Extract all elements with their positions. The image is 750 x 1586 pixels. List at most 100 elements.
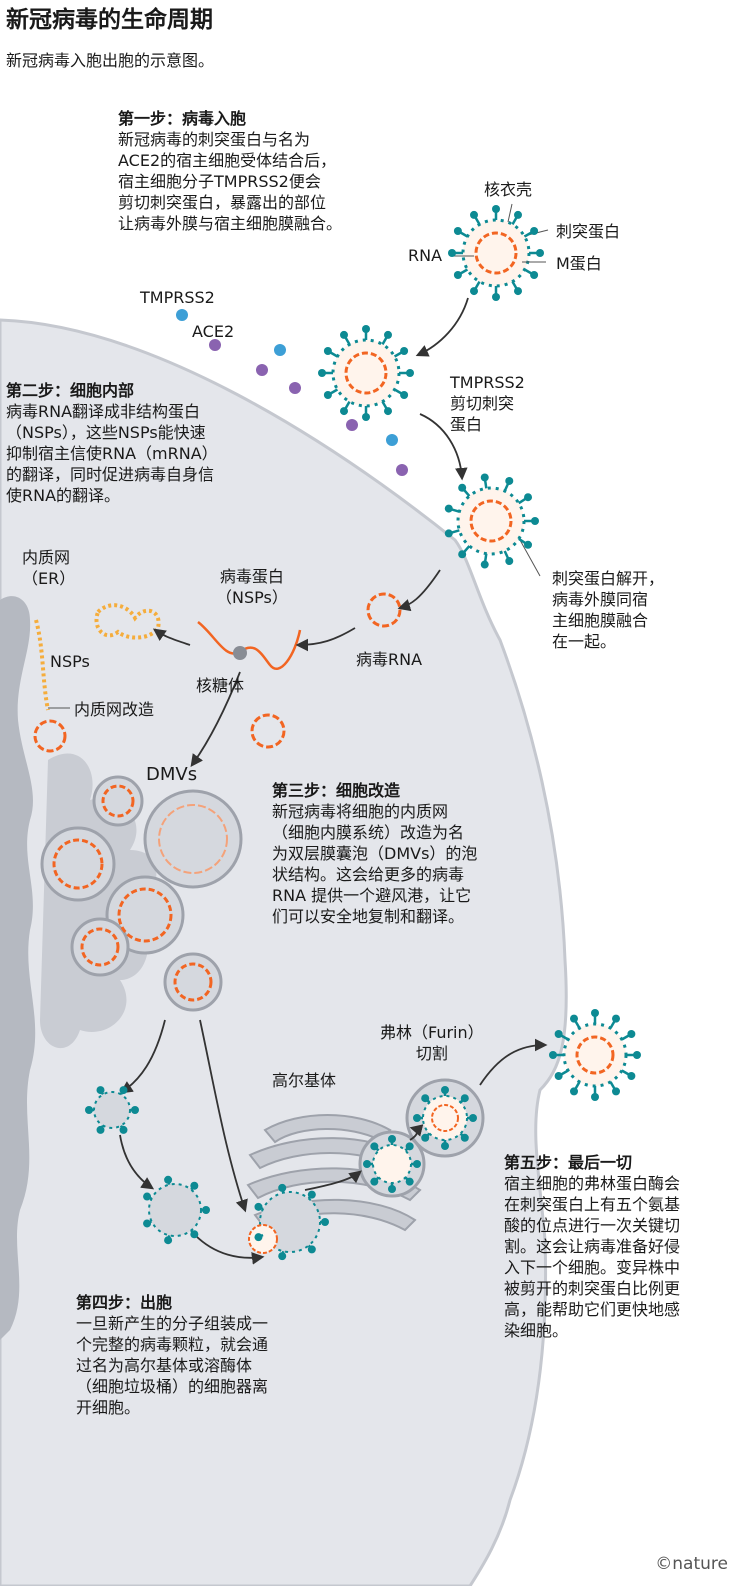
virion-free-spike-head <box>470 287 478 296</box>
golgi-virion-spike-head <box>405 1177 414 1186</box>
furin-virion-spike-head <box>421 1094 430 1103</box>
furin-virion-spike-head <box>421 1133 430 1142</box>
viral-protein-line: （NSPs） <box>216 588 288 607</box>
virion-free-spike-head <box>536 249 544 257</box>
fusion-line: 刺突蛋白解开， <box>552 569 665 588</box>
virion-binding-spike-head <box>384 330 392 339</box>
arrow-release-rna <box>397 569 441 612</box>
virion-fusing-spike-head <box>505 476 514 485</box>
exit-vesicle-1 <box>93 1091 131 1129</box>
step3-line: RNA 提供一个避风港，让它 <box>272 886 472 905</box>
exit-vesicle-1-spike-head <box>119 1125 128 1134</box>
exit-vesicle-1-spike-head <box>131 1106 139 1114</box>
virion-fusing-spike-head <box>524 493 533 502</box>
step1-line: 剪切刺突蛋白，暴露出的部位 <box>118 193 327 212</box>
virion-fusing-spike-head <box>480 473 489 482</box>
furin-line: 弗林（Furin） <box>380 1023 484 1042</box>
furin-virion-spike-head <box>460 1094 469 1103</box>
virion-fusing-spike-head <box>505 557 514 566</box>
virion-released-spike-head <box>554 1030 563 1038</box>
virion-released-spike-head <box>570 1014 578 1023</box>
label-er-remodel: 内质网改造 <box>74 700 155 719</box>
exit-vesicle-2-spike-head <box>190 1230 199 1239</box>
exit-vesicle-2-spike-head <box>164 1236 173 1245</box>
label-tmprss2-cut: TMPRSS2 剪切刺突 蛋白 <box>450 372 525 435</box>
exit-vesicle-1-spike-head <box>96 1125 105 1134</box>
virion-free-spike-head <box>453 271 462 279</box>
virion-free <box>461 218 531 288</box>
virion-fusing-spike-head <box>458 550 467 559</box>
furin-line: 切割 <box>415 1044 448 1063</box>
endoplasmic-reticulum <box>0 596 36 1340</box>
arrow-vesicle-2 <box>194 1234 265 1265</box>
label-ribosome: 核糖体 <box>196 676 245 695</box>
virion-fusing-spike-head <box>531 517 539 525</box>
step5-block: 第五步：最后一切 宿主细胞的弗林蛋白酶会 在刺突蛋白上有五个氨基 酸的位点进行一… <box>504 1152 680 1341</box>
er-rna-ball <box>33 719 67 753</box>
step1-line: 新冠病毒的刺突蛋白与名为 <box>118 130 311 149</box>
step4-block: 第四步：出胞 一旦新产生的分子组装成一 个完整的病毒颗粒，就会通 过名为高尔基体… <box>76 1292 268 1418</box>
label-m-protein: M蛋白 <box>556 254 602 273</box>
arrow-to-ribosome <box>295 627 356 652</box>
er-line: 内质网 <box>22 548 71 567</box>
step5-line: 酸的位点进行一次关键切 <box>504 1216 681 1235</box>
virion-released-spike-head <box>627 1030 636 1038</box>
er-line: （ER） <box>22 569 76 588</box>
virion-fusing-spike-head <box>480 560 489 569</box>
step1-line: 让病毒外膜与宿主细胞膜融合。 <box>118 214 343 233</box>
furin-virion-spike-head <box>413 1114 421 1122</box>
step4-line: 过名为高尔基体或溶酶体 <box>76 1356 253 1375</box>
exit-vesicle-2-spike-head <box>143 1219 152 1228</box>
exit-vesicle-3-spike-head <box>321 1218 329 1226</box>
step3-line: （细胞内膜系统）改造为名 <box>272 823 465 842</box>
step2-line: （NSPs），这些NSPs能快速 <box>6 423 206 442</box>
step4-heading: 第四步：出胞 <box>76 1293 173 1312</box>
golgi-virion-spike-head <box>370 1142 379 1151</box>
label-viral-protein: 病毒蛋白 （NSPs） <box>216 566 288 608</box>
exit-vesicle-3-spike-head <box>254 1202 263 1211</box>
receptor-row <box>209 339 408 476</box>
nature-credit: ©nature <box>655 1554 728 1574</box>
label-ace2: ACE2 <box>192 322 235 341</box>
exit-vesicle-1-spike-head <box>96 1086 105 1095</box>
virion-binding-spike-head <box>400 347 409 355</box>
golgi-virion-spike-head <box>405 1142 414 1151</box>
step5-line: 割。这会让病毒准备好侵 <box>504 1237 681 1256</box>
virion-binding-spike-head <box>406 369 414 377</box>
exit-vesicle-2-spike-head <box>143 1192 152 1201</box>
step4-line: 个完整的病毒颗粒，就会通 <box>76 1335 269 1354</box>
virion-released-spike-head <box>627 1072 636 1080</box>
label-fusion: 刺突蛋白解开， 病毒外膜同宿 主细胞膜融合 在一起。 <box>552 568 664 652</box>
label-tmprss2: TMPRSS2 <box>140 288 215 307</box>
translating-rna <box>197 621 302 670</box>
label-nsps: NSPs <box>50 652 90 671</box>
virion-free-spike-head <box>470 210 478 219</box>
label-viral-rna: 病毒RNA <box>356 650 423 669</box>
step2-line: 使RNA的翻译。 <box>6 486 121 505</box>
tmprss2-row <box>176 309 398 446</box>
step5-line: 染细胞。 <box>504 1321 569 1340</box>
arrow-entry <box>415 297 469 357</box>
step4-line: 开细胞。 <box>76 1398 141 1417</box>
page-subtitle: 新冠病毒入胞出胞的示意图。 <box>6 51 215 70</box>
virion-released-spike-head <box>554 1072 563 1080</box>
exocytosis-virion-core <box>248 1224 278 1254</box>
virion-free-spike-head <box>514 287 522 296</box>
arrow-dmv-out-1 <box>119 1019 166 1094</box>
arrow-vesicle-1 <box>119 1134 155 1190</box>
step1-block: 第一步：病毒入胞 新冠病毒的刺突蛋白与名为 ACE2的宿主细胞受体结合后， 宿主… <box>118 108 342 234</box>
virion-fusing <box>456 486 526 556</box>
rna-ball <box>250 713 286 749</box>
step2-block: 第二步：细胞内部 病毒RNA翻译成非结构蛋白 （NSPs），这些NSPs能快速 … <box>6 380 218 506</box>
virion-free-spike-head <box>492 205 500 213</box>
golgi-virion-spike-head <box>388 1135 396 1143</box>
virion-free-spike-head <box>492 293 500 301</box>
arrow-cut <box>419 413 468 481</box>
viral-protein-line: 病毒蛋白 <box>219 567 284 586</box>
virion-fusing-spike-head <box>524 540 533 549</box>
fusion-line: 在一起。 <box>552 632 617 651</box>
step5-line: 高，能帮助它们更快地感 <box>504 1300 681 1319</box>
step5-line: 在刺突蛋白上有五个氨基 <box>504 1195 681 1214</box>
step2-line: 抑制宿主信使RNA（mRNA） <box>6 444 218 463</box>
